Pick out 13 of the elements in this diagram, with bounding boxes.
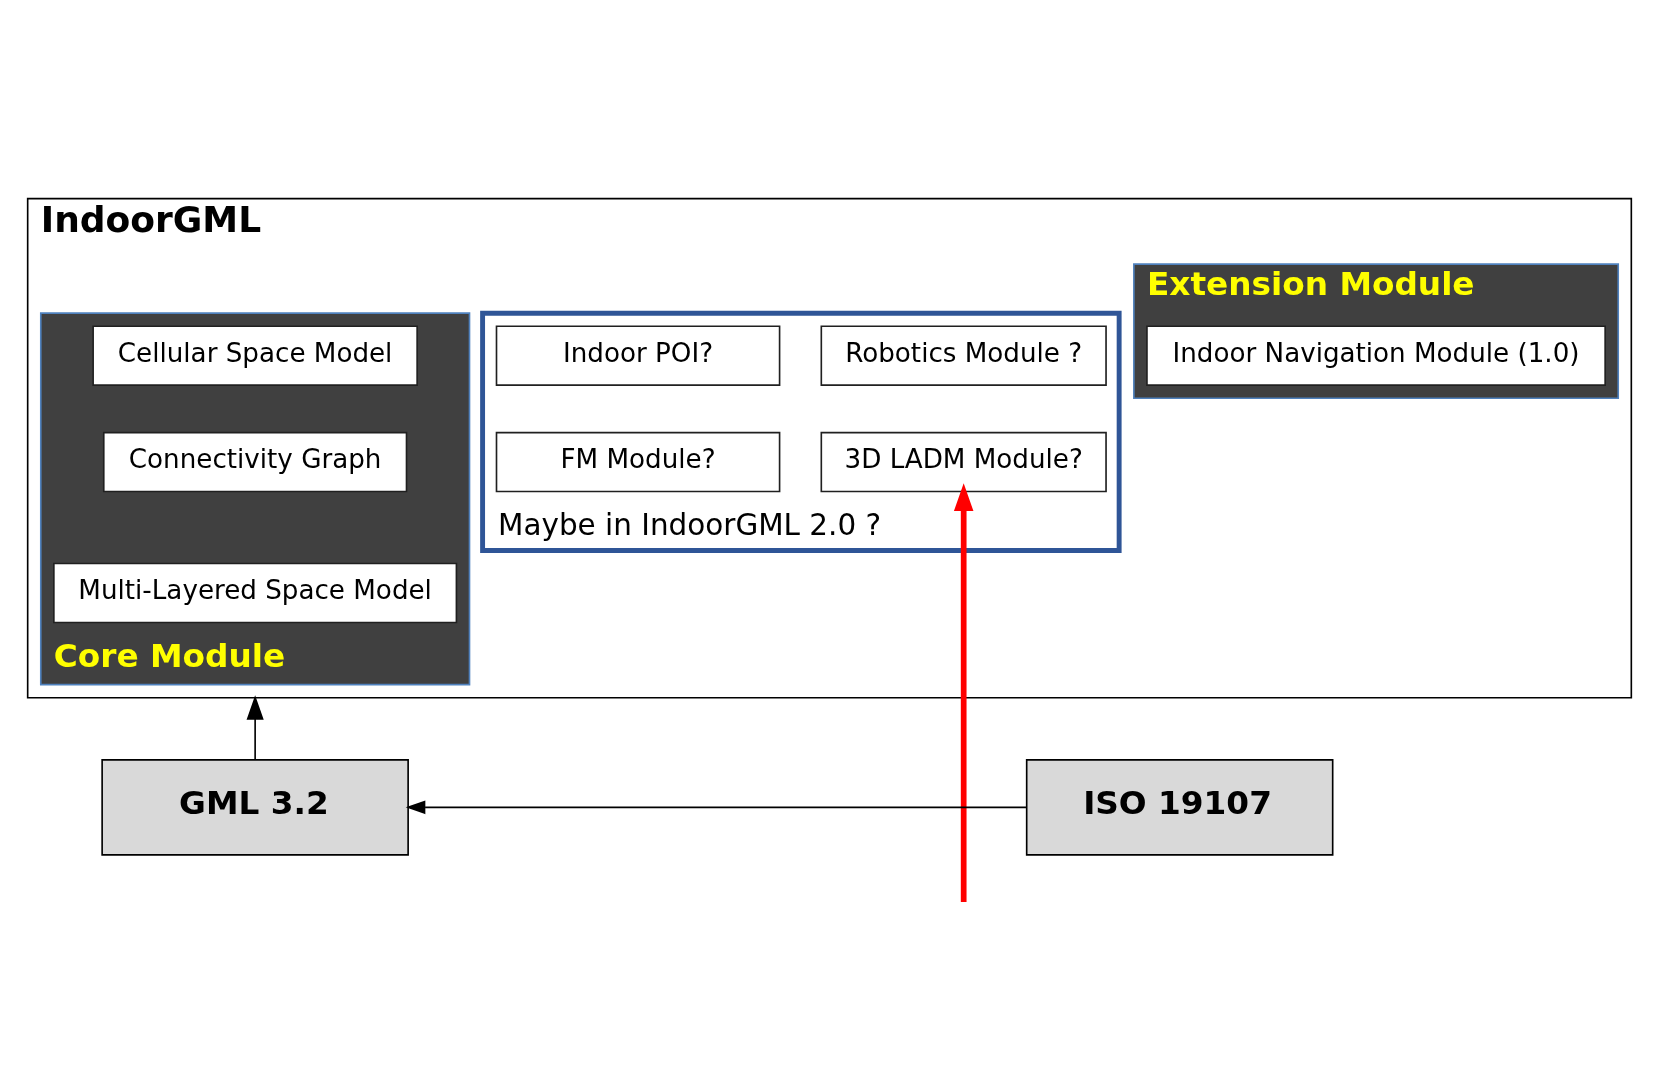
node-box: FM Module? [495,431,781,492]
arrow [405,800,1027,814]
node-box: Indoor Navigation Module (1.0) [1146,324,1606,386]
node-box: GML 3.2 [101,758,409,856]
arrow [246,694,264,761]
node-box: Cellular Space Model [92,324,418,386]
arrow [953,482,974,902]
node-box: Robotics Module ? [820,324,1107,386]
node-box: 3D LADM Module? [820,431,1107,492]
node-box: Indoor POI? [495,324,781,386]
node-box: Multi-Layered Space Model [53,562,458,623]
node-box: Connectivity Graph [102,431,408,492]
node-box: ISO 19107 [1025,758,1334,856]
